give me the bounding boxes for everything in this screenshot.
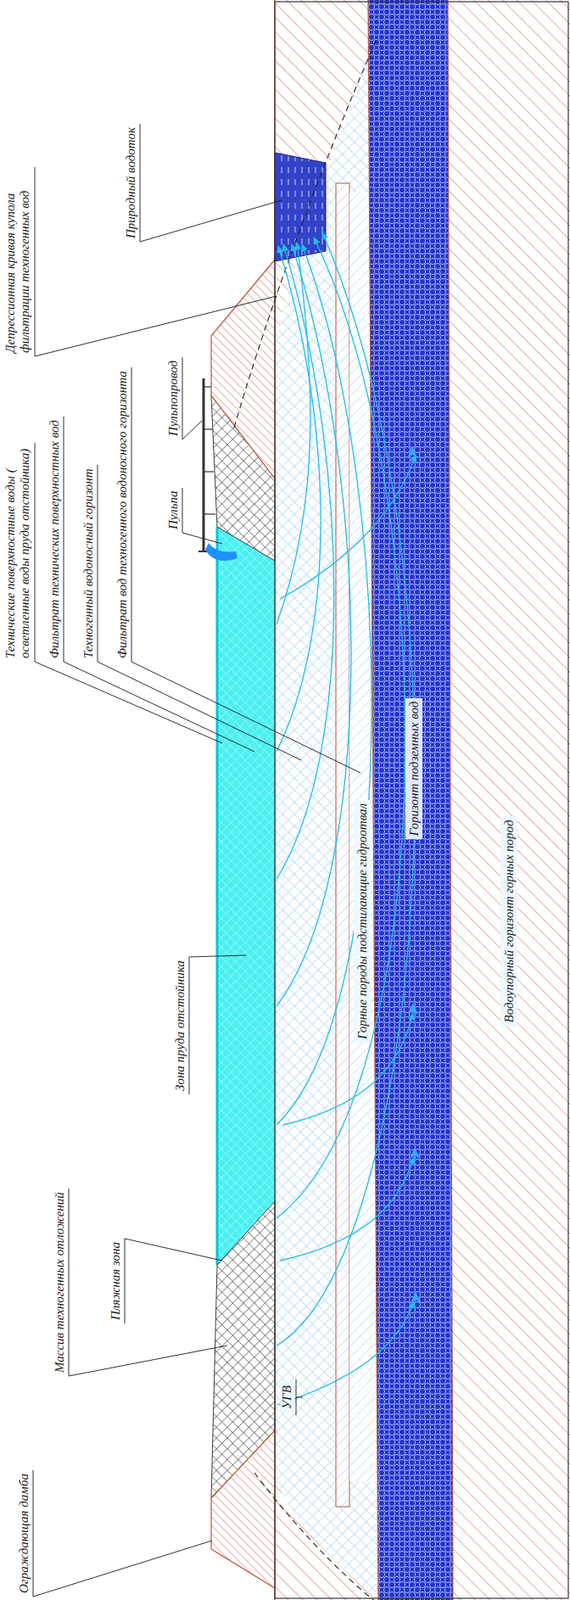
flow-line	[276, 245, 321, 752]
filtration-flow	[276, 232, 416, 1405]
label-shelf	[68, 1188, 70, 1376]
label-shelf	[124, 1238, 126, 1324]
leader-line	[139, 200, 282, 242]
label-shelf	[131, 367, 133, 662]
flow-line	[276, 242, 311, 625]
label-shelf	[182, 357, 184, 440]
leader-line	[34, 661, 223, 744]
section-frame	[274, 1, 569, 1599]
flow-line	[276, 244, 372, 1125]
pipe-support	[203, 513, 216, 515]
stratum-border	[447, 0, 453, 1600]
callout-label: Технические поверхностные воды ( осветле…	[3, 446, 34, 659]
callout-label: Техногенный водоносный горизонт	[81, 468, 96, 659]
leader-line	[124, 1238, 223, 1261]
flow-line	[276, 244, 335, 879]
groundwater-horizon	[368, 0, 453, 1600]
label-shelf	[63, 416, 65, 662]
flow-arrow	[407, 1002, 419, 1015]
leader-line	[97, 661, 302, 760]
enclosing-dam	[211, 259, 275, 479]
stratum-name: Горные породы подстилающие гидроотвал	[353, 799, 371, 1043]
aquitard	[447, 0, 570, 1600]
pulp-pipeline	[202, 378, 206, 552]
stratum-band: Горизонт подземных вод	[383, 632, 445, 905]
callout-label: Природный водоток	[123, 127, 139, 239]
callout-label: Фильтрат вод техногенного водоносного го…	[115, 370, 130, 659]
flow-line	[279, 454, 416, 599]
leader-line	[68, 1345, 228, 1376]
callout-label: Депрессионная кривая купола фильтрации т…	[3, 170, 34, 353]
label-shelf	[182, 487, 184, 533]
natural-watercourse	[274, 152, 326, 262]
label-shelf	[34, 167, 36, 357]
label-shelf	[97, 464, 99, 662]
pipe-supports	[203, 386, 216, 515]
stratum-band: Водоупорный горизонт горных пород	[462, 649, 556, 1193]
callout-label: Пульпопровод	[166, 360, 181, 436]
flow-line	[276, 1301, 414, 1405]
leader-line	[189, 955, 246, 957]
stratum-band: Горные породы подстилающие гидроотвал	[349, 743, 375, 1100]
callout-label: Массив техногенных отложений	[52, 1191, 68, 1373]
label-shelf	[34, 442, 36, 662]
pipe-support	[203, 428, 213, 430]
leader-line	[33, 1540, 213, 1597]
leader-line	[182, 532, 223, 544]
pipe-support	[203, 470, 214, 472]
flow-line	[276, 232, 415, 1346]
flow-arrow	[410, 1290, 421, 1303]
callout-label: УГВ	[279, 1382, 295, 1412]
callout-label: Пульпа	[166, 491, 181, 530]
flow-arrow	[409, 1146, 420, 1159]
callout-label: Ограждающая дамба	[16, 1473, 32, 1593]
leader-line	[182, 420, 202, 440]
underlying-rock-strip	[335, 183, 350, 1507]
flow-line	[276, 244, 352, 1006]
stratum-name: Горизонт подземных вод	[405, 698, 423, 840]
depression-curve	[254, 1472, 374, 1600]
flow-line	[279, 1156, 414, 1261]
settling-pond	[217, 526, 275, 1265]
label-shelf	[139, 123, 141, 242]
natural-soil	[274, 0, 380, 1600]
label-shelf	[33, 1469, 34, 1597]
pond-surface	[216, 526, 219, 1265]
flow-line	[276, 237, 406, 1219]
pulp-jet	[205, 542, 238, 561]
level-tick	[296, 1397, 303, 1398]
flow-arrow	[407, 446, 418, 459]
label-shelf	[189, 956, 190, 1095]
leader-line	[131, 661, 361, 773]
callout-label: Зона пруда отстойника	[173, 960, 188, 1091]
depression-curve	[234, 39, 377, 428]
groundwater-arrows	[407, 446, 421, 1303]
callout-label: Пляжная зона	[108, 1241, 123, 1320]
stratum-name: Водоупорный горизонт горных пород	[500, 815, 518, 1026]
pipe-support	[203, 385, 212, 387]
flow-line	[283, 1012, 414, 1125]
callout-label: Фильтрат технических поверхностных вод	[47, 419, 62, 659]
enclosing-dam	[211, 1430, 275, 1588]
leader-line	[34, 296, 277, 357]
